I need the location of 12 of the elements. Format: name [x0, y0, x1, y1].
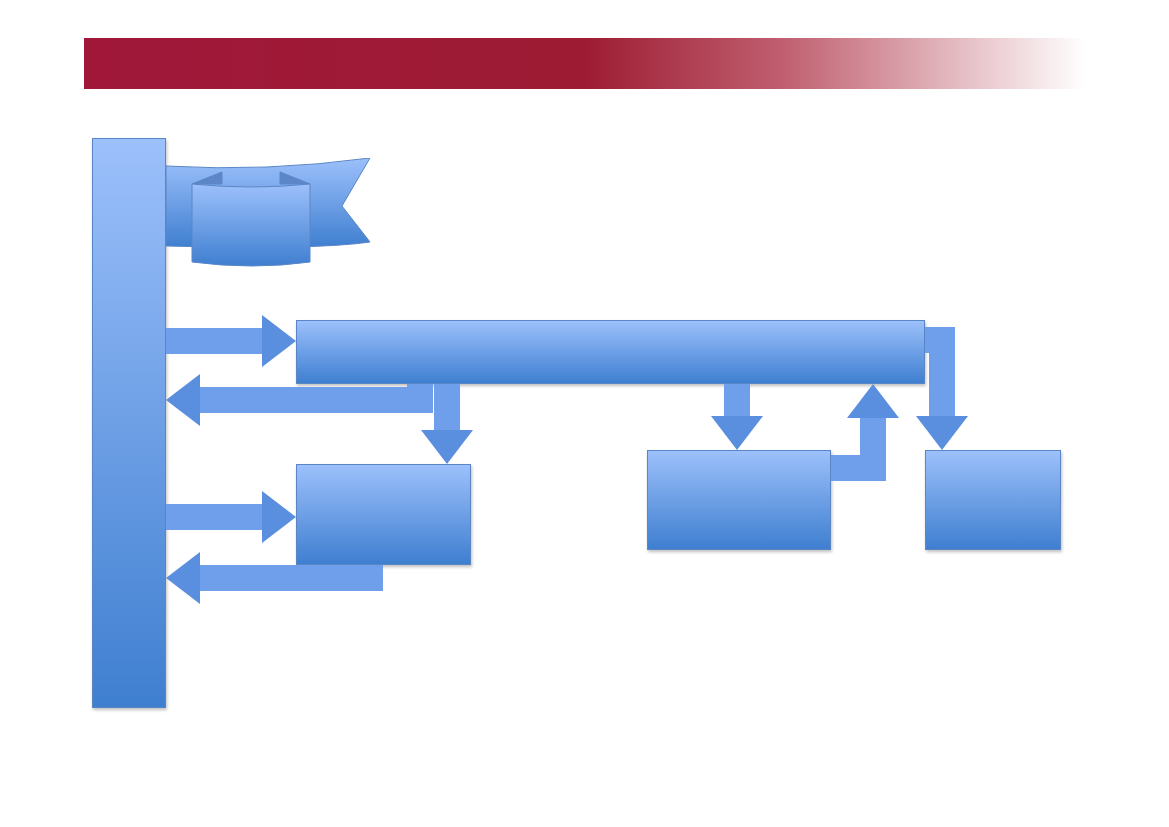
block-arrow [831, 384, 899, 481]
block-arrow [421, 384, 473, 464]
process-box [647, 450, 831, 550]
block-arrow [166, 374, 433, 426]
block-arrow [166, 315, 296, 367]
process-box [296, 464, 471, 565]
process-box [925, 450, 1061, 550]
block-arrow [166, 491, 296, 543]
block-arrow [916, 327, 968, 450]
block-arrow [166, 552, 383, 604]
block-arrow [711, 384, 763, 450]
bar-shape [296, 320, 925, 384]
